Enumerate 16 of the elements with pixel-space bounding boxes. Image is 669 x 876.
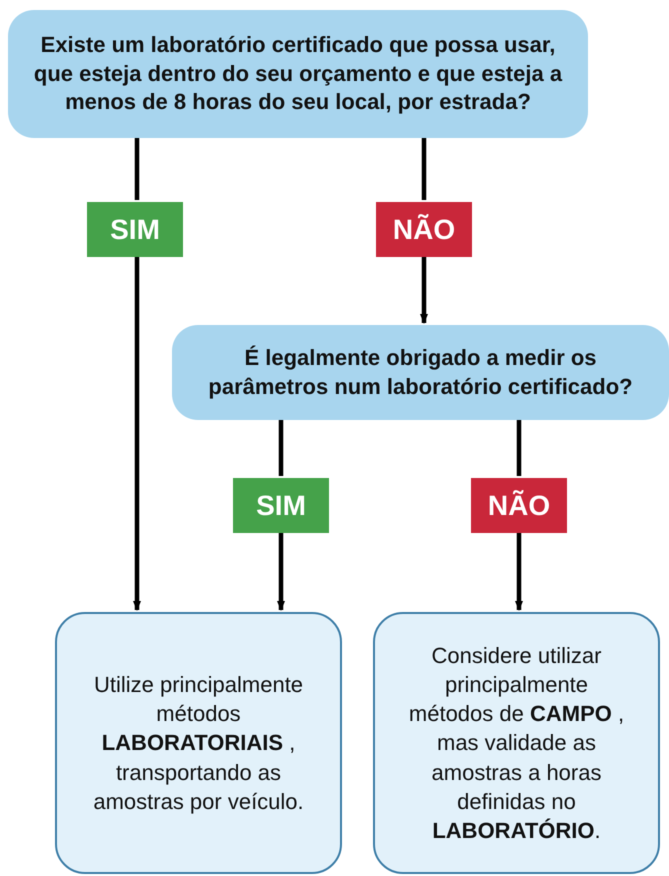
connector-line: [516, 420, 522, 476]
answer-tag: SIM: [87, 202, 183, 257]
arrow: [133, 257, 141, 611]
arrow: [515, 533, 523, 611]
question-box: É legalmente obrigado a medir os parâmetros num laboratório certificado?: [172, 325, 669, 420]
arrow: [420, 257, 428, 324]
result-box: Utilize principalmente métodos LABORATORIAIS , transportando as amostras por veículo.: [55, 612, 342, 874]
answer-tag: SIM: [233, 478, 329, 533]
connector-line: [134, 138, 140, 200]
answer-tag: NÃO: [471, 478, 567, 533]
result-box: Considere utilizar principalmente métodos de CAMPO , mas validade as amostras a horas definidas no LABORATÓRIO.: [373, 612, 660, 874]
question-box: Existe um laboratório certificado que possa usar, que esteja dentro do seu orçamento e que esteja a menos de 8 horas do seu local, por estrada?: [8, 10, 588, 138]
connector-line: [422, 138, 426, 200]
connector-line: [278, 420, 284, 476]
arrow: [277, 533, 285, 611]
answer-tag: NÃO: [376, 202, 472, 257]
